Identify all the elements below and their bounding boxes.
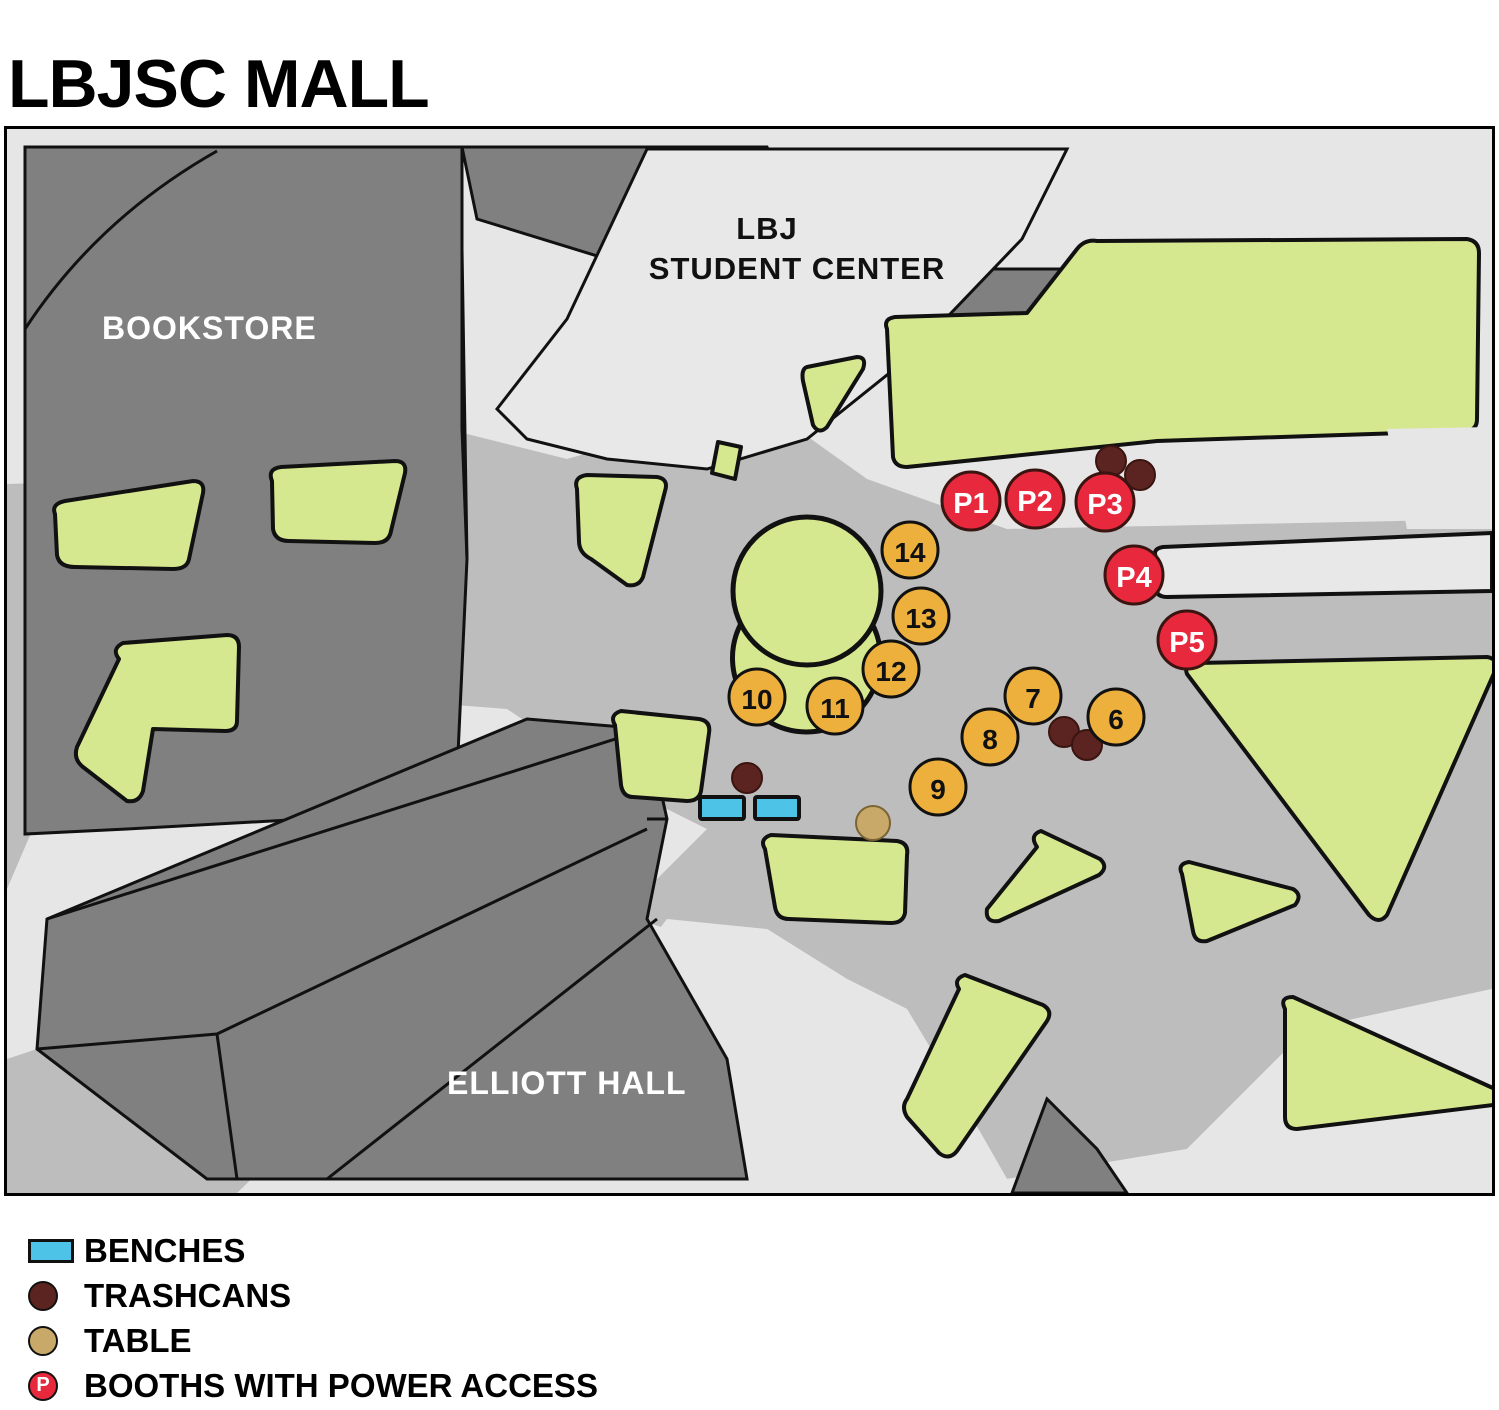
lawn-nw-2 <box>268 459 408 545</box>
lawn-s-diagonal-bar <box>902 973 1052 1159</box>
trashcan[interactable] <box>1095 445 1127 477</box>
booth-marker-8[interactable]: 8 <box>960 707 1020 767</box>
booth-marker-14[interactable]: 14 <box>880 520 940 580</box>
trashcans-group <box>731 445 1156 794</box>
trashcan-swatch <box>22 1280 84 1311</box>
building-corner-south[interactable] <box>1010 1096 1129 1193</box>
booth-marker-10[interactable]: 10 <box>727 667 787 727</box>
svg-text:6: 6 <box>1108 704 1124 735</box>
bookstore-corner-line <box>23 149 218 330</box>
lawn-nw-1 <box>52 479 206 571</box>
svg-text:11: 11 <box>820 693 850 724</box>
building-label-bookstore: BOOKSTORE <box>102 310 317 346</box>
power-booth-marker-p5[interactable]: P5 <box>1156 609 1218 671</box>
benches-group <box>698 795 801 821</box>
bench-swatch <box>22 1238 84 1263</box>
legend-label-trashcans: TRASHCANS <box>84 1276 292 1314</box>
booth-marker-11[interactable]: 11 <box>805 676 865 736</box>
booth-swatch: P <box>22 1370 84 1401</box>
building-label-lbj-line1: LBJ <box>736 211 798 246</box>
legend-item-table[interactable]: TABLE <box>22 1318 922 1363</box>
svg-text:P2: P2 <box>1017 486 1052 518</box>
booth-marker-7[interactable]: 7 <box>1003 666 1063 726</box>
svg-text:8: 8 <box>982 724 998 755</box>
legend-item-benches[interactable]: BENCHES <box>22 1228 922 1273</box>
lawn-n-small <box>574 473 668 588</box>
bookstore-wing-edge <box>460 248 469 560</box>
svg-text:13: 13 <box>905 603 936 634</box>
lawn-sw-blob <box>73 633 241 804</box>
numbered-booths-group: 14 13 12 11 10 <box>727 520 1146 817</box>
trashcan[interactable] <box>1124 459 1156 491</box>
lawn-tiny-rect <box>710 440 743 481</box>
svg-text:14: 14 <box>894 537 926 568</box>
booth-marker-6[interactable]: 6 <box>1086 687 1146 747</box>
power-booth-marker-p3[interactable]: P3 <box>1074 471 1136 533</box>
bench[interactable] <box>698 795 746 821</box>
lawn-plaza-triangle <box>984 829 1107 924</box>
building-label-lbj-line2: STUDENT CENTER <box>649 251 945 286</box>
booth-marker-12[interactable]: 12 <box>861 639 921 699</box>
power-booth-marker-p1[interactable]: P1 <box>940 470 1002 532</box>
elliott-hall-ridge-5 <box>326 917 658 1181</box>
svg-text:9: 9 <box>930 774 946 805</box>
svg-text:10: 10 <box>741 684 772 715</box>
legend-label-booths: BOOTHS WITH POWER ACCESS <box>84 1366 598 1404</box>
tables-group <box>855 805 891 841</box>
building-label-elliott-hall: ELLIOTT HALL <box>447 1065 687 1101</box>
table[interactable] <box>855 805 891 841</box>
trashcan[interactable] <box>731 762 763 794</box>
svg-text:P1: P1 <box>953 488 988 520</box>
walkway-southeast <box>527 919 1492 1193</box>
power-booth-marker-p4[interactable]: P4 <box>1103 544 1165 606</box>
lawn-se-triangle <box>1281 995 1492 1131</box>
svg-text:12: 12 <box>875 656 906 687</box>
svg-text:P4: P4 <box>1116 562 1151 594</box>
svg-text:P3: P3 <box>1087 489 1122 521</box>
lawn-ne-large <box>884 237 1481 469</box>
walk-strip-ne-notch <box>1387 427 1492 529</box>
booth-marker-9[interactable]: 9 <box>908 757 968 817</box>
building-lbj-student-center[interactable] <box>495 147 1070 471</box>
campus-map-svg[interactable]: BOOKSTORE LBJ STUDENT CENTER ELLIOTT HAL… <box>7 129 1492 1193</box>
bench[interactable] <box>753 795 801 821</box>
table-swatch <box>22 1325 84 1356</box>
power-booth-marker-p2[interactable]: P2 <box>1004 468 1066 530</box>
booth-swatch-glyph: P <box>28 1370 58 1401</box>
legend-label-table: TABLE <box>84 1321 192 1359</box>
elliott-hall-ridge-1 <box>46 727 648 921</box>
svg-text:P5: P5 <box>1169 627 1204 659</box>
legend-label-benches: BENCHES <box>84 1231 246 1269</box>
map-legend: BENCHES TRASHCANS TABLE P BOOTHS WITH PO… <box>22 1228 922 1408</box>
lawn-e-small-triangle <box>1178 860 1301 944</box>
map-canvas[interactable]: BOOKSTORE LBJ STUDENT CENTER ELLIOTT HAL… <box>4 126 1495 1196</box>
trashcan[interactable] <box>1071 729 1103 761</box>
elliott-hall-ridge-3 <box>216 827 648 1036</box>
booth-marker-13[interactable]: 13 <box>891 586 951 646</box>
legend-item-booths[interactable]: P BOOTHS WITH POWER ACCESS <box>22 1363 922 1408</box>
lawn-lbj-triangle <box>800 355 867 433</box>
lawn-sw-mid <box>611 709 712 803</box>
page-title: LBJSC MALL <box>8 45 430 122</box>
lawn-center-circle-shape <box>730 514 884 668</box>
svg-text:7: 7 <box>1025 683 1041 714</box>
lawn-s-blob <box>761 833 910 925</box>
power-booths-group: P1 P2 P3 P4 P5 <box>940 468 1218 671</box>
legend-item-trashcans[interactable]: TRASHCANS <box>22 1273 922 1318</box>
